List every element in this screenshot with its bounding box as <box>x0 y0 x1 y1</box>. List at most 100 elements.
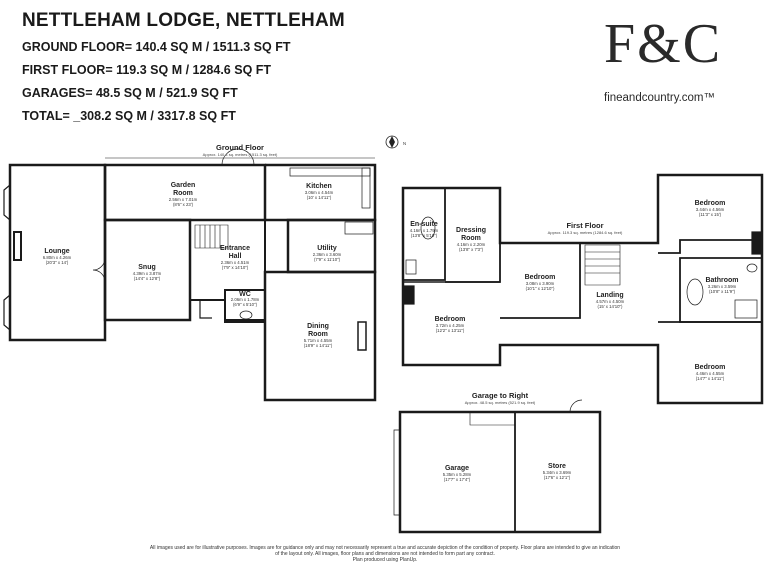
svg-text:(7'9" x 14'10"): (7'9" x 14'10") <box>222 265 249 270</box>
french-doors <box>221 148 255 166</box>
wc-toilet <box>239 310 253 320</box>
svg-text:(17'7" x 17'4"): (17'7" x 17'4") <box>444 477 471 482</box>
svg-text:(11'3" x 15'): (11'3" x 15') <box>699 212 722 217</box>
total-area: TOTAL= _308.2 SQ M / 3317.8 SQ FT <box>22 109 236 123</box>
en-suite-outline <box>403 187 446 281</box>
room-label-bedroom-d: Bedroom 4.46m x 4.55m (14'7" x 14'11") <box>695 364 726 381</box>
garage-step <box>469 412 515 426</box>
garage-floor-label: Garage to Right <box>472 391 529 400</box>
svg-text:(12'2" x 13'11"): (12'2" x 13'11") <box>436 328 465 333</box>
svg-text:Garage: Garage <box>445 465 469 472</box>
first-floor-area-note: Approx. 119.3 sq. metres (1284.6 sq. fee… <box>548 230 623 235</box>
svg-text:Landing: Landing <box>596 292 623 299</box>
header: NETTLEHAM LODGE, NETTLEHAM GROUND FLOOR=… <box>22 10 345 132</box>
svg-text:Bedroom: Bedroom <box>435 316 466 323</box>
room-label-bedroom-b: Bedroom 3.08m x 3.90m (10'1" x 12'10") <box>525 274 556 291</box>
svg-text:6.80m x 4.26m: 6.80m x 4.26m <box>43 255 72 260</box>
room-label-snug: Snug 4.39m x 3.87m (14'4" x 12'8") <box>133 264 162 281</box>
svg-text:(7'9" x 11'10"): (7'9" x 11'10") <box>314 257 341 262</box>
svg-text:3.06m x 4.54m: 3.06m x 4.54m <box>305 190 334 195</box>
svg-text:Bedroom: Bedroom <box>525 274 556 281</box>
svg-text:(15' x 14'10"): (15' x 14'10") <box>598 304 623 309</box>
logo-mark: F&C <box>604 13 723 75</box>
svg-text:4.16m x 1.79m: 4.16m x 1.79m <box>410 228 439 233</box>
room-label-bathroom: Bathroom 3.26m x 3.59m (10'8" x 11'9") <box>705 277 738 294</box>
first-stairs <box>584 244 621 286</box>
svg-text:2.56m x 7.01m: 2.56m x 7.01m <box>169 197 198 202</box>
svg-text:3.08m x 3.90m: 3.08m x 3.90m <box>526 281 555 286</box>
svg-text:(10'8" x 11'9"): (10'8" x 11'9") <box>709 289 736 294</box>
bathroom-bath <box>686 278 704 306</box>
compass-label: N <box>403 141 406 146</box>
bedroom-a-chimney <box>403 285 415 305</box>
svg-text:3.72m x 4.25m: 3.72m x 4.25m <box>436 323 465 328</box>
bedroom-c-chimney <box>751 231 763 255</box>
compass: N <box>385 135 406 149</box>
svg-text:3.26m x 3.59m: 3.26m x 3.59m <box>708 284 737 289</box>
svg-text:4.46m x 4.55m: 4.46m x 4.55m <box>696 371 725 376</box>
first-floor-label: First Floor <box>566 221 603 230</box>
bedroom-b-outline <box>500 242 581 319</box>
dining-fireplace <box>357 321 367 351</box>
svg-text:Store: Store <box>548 463 566 470</box>
svg-text:(6'9" x 5'10"): (6'9" x 5'10") <box>233 302 258 307</box>
svg-text:Room: Room <box>173 190 193 197</box>
svg-text:5.34m x 3.69m: 5.34m x 3.69m <box>543 470 572 475</box>
svg-text:4.57m x 4.50m: 4.57m x 4.50m <box>596 299 625 304</box>
ground-floor-area-note: Approx. 140.4 sq. metres (1511.3 sq. fee… <box>203 152 278 157</box>
lounge-fireplace <box>13 231 22 261</box>
svg-text:5.35m x 5.28m: 5.35m x 5.28m <box>443 472 472 477</box>
bathroom-shower <box>734 299 758 319</box>
snug-doors <box>92 257 106 283</box>
svg-text:Bathroom: Bathroom <box>705 277 738 284</box>
svg-text:Bedroom: Bedroom <box>695 364 726 371</box>
svg-text:(8'6" x 23'): (8'6" x 23') <box>173 202 194 207</box>
svg-text:Utility: Utility <box>317 245 337 252</box>
property-title: NETTLEHAM LODGE, NETTLEHAM <box>22 10 345 31</box>
room-label-wc: WC 2.06m x 1.78m (6'9" x 5'10") <box>231 291 260 307</box>
logo-url: fineandcountry.com™ <box>604 92 716 104</box>
garage-floor-area-note: Approx. 48.5 sq. metres (521.9 sq. feet) <box>465 400 536 405</box>
svg-text:(18'9" x 14'11"): (18'9" x 14'11") <box>304 343 333 348</box>
room-label-garden-room: Garden Room 2.56m x 7.01m (8'6" x 23') <box>169 182 198 207</box>
utility-worktop <box>344 221 374 235</box>
svg-text:Room: Room <box>461 235 481 242</box>
room-label-store: Store 5.34m x 3.69m (17'6" x 12'1") <box>543 463 572 480</box>
room-label-dressing-room: Dressing Room 4.16m x 2.20m (13'8" x 7'3… <box>456 227 486 252</box>
svg-text:Hall: Hall <box>229 253 242 260</box>
svg-text:Kitchen: Kitchen <box>306 183 332 190</box>
svg-text:(10' x 14'11"): (10' x 14'11") <box>307 195 332 200</box>
en-suite-bath <box>420 216 436 240</box>
svg-text:2.06m x 1.78m: 2.06m x 1.78m <box>231 297 260 302</box>
svg-text:WC: WC <box>239 291 251 298</box>
room-label-landing: Landing 4.57m x 4.50m (15' x 14'10") <box>596 292 625 309</box>
svg-text:4.39m x 3.87m: 4.39m x 3.87m <box>133 271 162 276</box>
room-label-bedroom-a: Bedroom 3.72m x 4.25m (12'2" x 13'11") <box>435 316 466 333</box>
dining-room-outline <box>263 270 377 402</box>
disclaimer-line-2: of the layout only. All images, floor pl… <box>275 551 495 557</box>
svg-text:2.36m x 3.60m: 2.36m x 3.60m <box>313 252 342 257</box>
svg-text:En-suite: En-suite <box>410 221 438 228</box>
svg-text:(10'1" x 12'10"): (10'1" x 12'10") <box>526 286 555 291</box>
garage-block-outline <box>398 410 602 534</box>
svg-text:Garden: Garden <box>171 182 196 189</box>
room-label-bedroom-c: Bedroom 3.44m x 4.56m (11'3" x 15') <box>695 200 726 217</box>
svg-text:(14'7" x 14'11"): (14'7" x 14'11") <box>696 376 725 381</box>
store-door <box>569 399 583 413</box>
svg-text:Bedroom: Bedroom <box>695 200 726 207</box>
disclaimer: All images used are for illustrative pur… <box>120 545 650 563</box>
bedroom-c-outline <box>658 174 763 254</box>
svg-text:(17'6" x 12'1"): (17'6" x 12'1") <box>544 475 571 480</box>
svg-text:Room: Room <box>308 331 328 338</box>
bathroom-toilet <box>746 263 758 273</box>
room-label-en-suite: En-suite 4.16m x 1.79m (13'8" x 5'10") <box>410 221 439 238</box>
svg-text:Snug: Snug <box>138 264 156 271</box>
disclaimer-line-1: All images used are for illustrative pur… <box>149 545 621 551</box>
svg-text:Lounge: Lounge <box>44 248 69 255</box>
ground-floor-label: Ground Floor <box>216 143 264 152</box>
en-suite-shower <box>405 259 417 275</box>
room-label-lounge: Lounge 6.80m x 4.26m (20'3" x 14') <box>43 248 72 265</box>
svg-text:3.44m x 4.56m: 3.44m x 4.56m <box>696 207 725 212</box>
svg-text:Entrance: Entrance <box>220 245 250 252</box>
